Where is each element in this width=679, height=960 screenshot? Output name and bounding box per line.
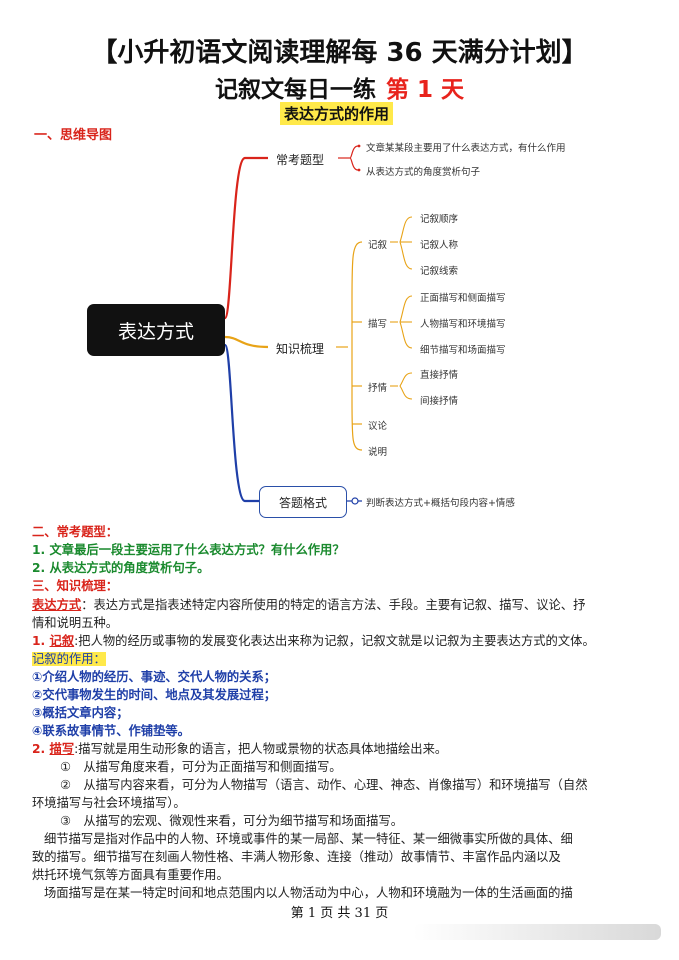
page-footer: 第 1 页 共 31 页 [290,906,389,921]
leaf-narrate-3: 记叙线索 [420,266,459,277]
narrate-role-4: ④联系故事情节、作铺垫等。 [32,724,190,738]
describe-item-2: ② 从描写内容来看，可分为人物描写（语言、动作、心理、神态、肖像描写）和环境描写… [60,778,588,792]
narrate-role-1: ①介绍人物的经历、事迹、交代人物的关系； [32,670,277,684]
leaf-exam-type-2: 从表达方式的角度赏析句子 [366,167,481,178]
page-subtitle: 记叙文每日一练第 1 天 [0,70,679,104]
sub-narrate: 记叙 [368,240,388,251]
branch-exam-types: 常考题型 [276,153,325,167]
topic-label: 表达方式的作用 [280,102,394,125]
mindmap-connectors [223,144,413,505]
narrate-paragraph: 1. 记叙:把人物的经历或事物的发展变化表达出来称为记叙，记叙文就是以记叙为主要… [32,634,595,648]
leaf-exam-type-1: 文章某某段主要用了什么表达方式，有什么作用 [366,143,566,154]
describe-item-2-cont: 环境描写与社会环境描写）。 [32,796,186,810]
branch-knowledge: 知识梳理 [276,342,325,356]
scene-paragraph-1: 场面描写是在某一特定时间和地点范围内以人物活动为中心，人物和环境融为一体的生活画… [44,886,573,900]
leaf-lyric-2: 间接抒情 [420,396,459,407]
mindmap-root: 表达方式 [87,304,225,356]
narrate-term: 记叙 [49,634,75,648]
describe-term: 描写 [49,742,75,756]
detail-paragraph-3: 烘托环境气氛等方面具有重要作用。 [32,868,229,882]
leaf-narrate-1: 记叙顺序 [420,214,459,225]
day-label: 第 1 天 [385,77,465,103]
question-1: 1. 文章最后一段主要运用了什么表达方式？有什么作用？ [32,543,345,557]
definition-line-1: 表达方式：表达方式是指表述特定内容所使用的特定的语言方法、手段。主要有记叙、描写… [32,598,586,612]
describe-paragraph: 2. 描写:描写就是用生动形象的语言，把人物或景物的状态具体地描绘出来。 [32,742,448,756]
describe-item-1: ① 从描写角度来看，可分为正面描写和侧面描写。 [60,760,342,774]
sub-explain: 说明 [368,447,388,458]
describe-item-3: ③ 从描写的宏观、微观性来看，可分为细节描写和场面描写。 [60,814,404,828]
narrate-role-2: ②交代事物发生的时间、地点及其发展过程； [32,688,277,702]
detail-paragraph-2: 致的描写。细节描写在刻画人物性格、丰满人物形象、连接（推动）故事情节、丰富作品内… [32,850,561,864]
page-title: 【小升初语文阅读理解每 36 天满分计划】 [91,38,588,68]
leaf-describe-2: 人物描写和环境描写 [420,319,506,330]
sub-discuss: 议论 [368,421,388,432]
definition-term: 表达方式 [32,598,82,612]
narrate-role-3: ③概括文章内容； [32,706,129,720]
definition-line-2: 情和说明五种。 [32,616,119,630]
watermark-bar [413,924,661,940]
narrate-role-title: 记叙的作用： [32,652,106,666]
section-mindmap: 一、思维导图 [34,128,113,143]
section-exam-types: 二、常考题型： [32,525,119,539]
detail-paragraph-1: 细节描写是指对作品中的人物、环境或事件的某一局部、某一特征、某一细微事实所做的具… [44,832,573,846]
leaf-answer-format: 判断表达方式+概括句段内容+情感 [366,498,515,509]
leaf-describe-1: 正面描写和侧面描写 [420,293,506,304]
section-knowledge: 三、知识梳理： [32,579,119,593]
leaf-narrate-2: 记叙人称 [420,240,459,251]
branch-answer-format: 答题格式 [259,486,347,518]
sub-lyric: 抒情 [368,383,388,394]
subtitle-text: 记叙文每日一练 [214,77,376,103]
leaf-lyric-1: 直接抒情 [420,370,459,381]
leaf-describe-3: 细节描写和场面描写 [420,345,506,356]
question-2: 2. 从表达方式的角度赏析句子。 [32,561,210,575]
sub-describe: 描写 [368,319,388,330]
